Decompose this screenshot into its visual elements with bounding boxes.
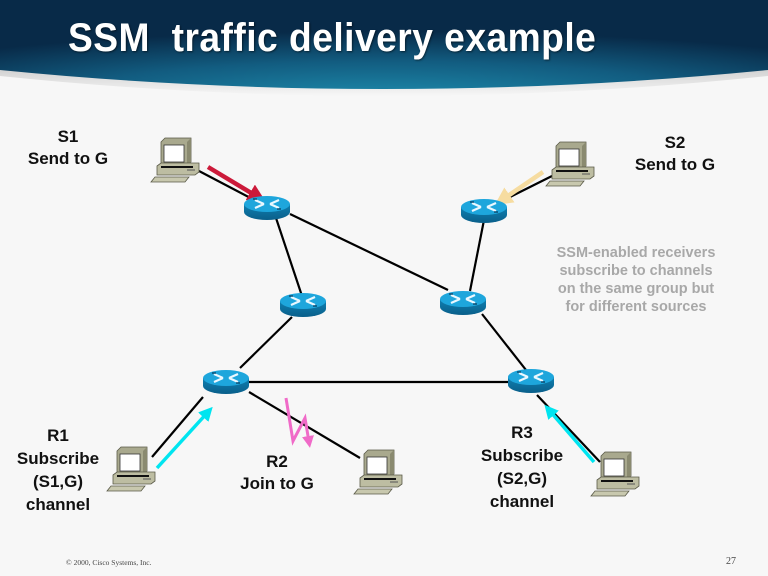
note-line-1: SSM-enabled receivers (556, 245, 716, 261)
router-s2-edge[interactable] (459, 197, 509, 225)
link-r1edge-r2host (248, 391, 361, 459)
host-r1-channel-word: channel (25, 495, 91, 514)
host-s1-label: S1 Send to G (22, 126, 114, 170)
host-r3-label: R3 Subscribe (S2,G) channel (472, 421, 572, 513)
router-r1-edge[interactable] (201, 368, 251, 396)
link-coreleft-r1edge (239, 316, 293, 369)
note-line-3: on the same group but (557, 281, 715, 297)
host-r1-label: R1 Subscribe (S1,G) channel (8, 424, 108, 516)
page-number: 27 (726, 556, 736, 567)
host-r3-channel: (S2,G) (496, 469, 548, 488)
host-r2-action: Join to G (240, 474, 314, 493)
flow-s2-traffic (494, 170, 545, 206)
host-r2-label: R2 Join to G (230, 451, 324, 495)
host-r1-channel: (S1,G) (32, 472, 84, 491)
router-s1-edge[interactable] (242, 194, 292, 222)
host-s2-label: S2 Send to G (627, 132, 723, 176)
copyright: © 2000, Cisco Systems, Inc. (66, 558, 152, 567)
ssm-note: SSM-enabled receivers subscribe to chann… (536, 244, 736, 316)
link-coreright-r3edge (481, 313, 527, 371)
flow-r2-join-lightning (284, 397, 314, 448)
link-s1edge-coreright (289, 213, 449, 291)
host-s1-name: S1 (57, 127, 79, 146)
host-r3-channel-word: channel (489, 492, 555, 511)
router-core-left[interactable] (278, 291, 328, 319)
flow-s1-traffic (206, 165, 266, 202)
link-s2edge-coreright (468, 219, 486, 292)
title-banner (0, 0, 768, 96)
host-r1-computer-icon[interactable] (106, 446, 156, 492)
host-s2-role: Send to G (634, 155, 716, 174)
host-s1-role: Send to G (27, 149, 109, 168)
host-s2-computer-icon[interactable] (545, 141, 595, 187)
host-r3-name: R3 (511, 423, 533, 442)
host-r2-name: R2 (266, 452, 288, 471)
flow-r3-subscribe (544, 404, 596, 464)
host-r1-name: R1 (47, 426, 69, 445)
router-core-right[interactable] (438, 289, 488, 317)
host-r1-action: Subscribe (16, 449, 100, 468)
note-line-4: for different sources (565, 299, 707, 315)
host-r2-computer-icon[interactable] (353, 449, 403, 495)
router-r3-edge[interactable] (506, 367, 556, 395)
slide-title: SSM traffic delivery example (68, 16, 597, 60)
host-s2-name: S2 (664, 133, 686, 152)
link-r1edge-r1host (151, 396, 204, 458)
link-s1edge-coreleft (274, 217, 304, 297)
host-s1-computer-icon[interactable] (150, 137, 200, 183)
note-line-2: subscribe to channels (559, 263, 713, 279)
flow-r1-subscribe (155, 406, 213, 470)
host-r3-action: Subscribe (480, 446, 564, 465)
